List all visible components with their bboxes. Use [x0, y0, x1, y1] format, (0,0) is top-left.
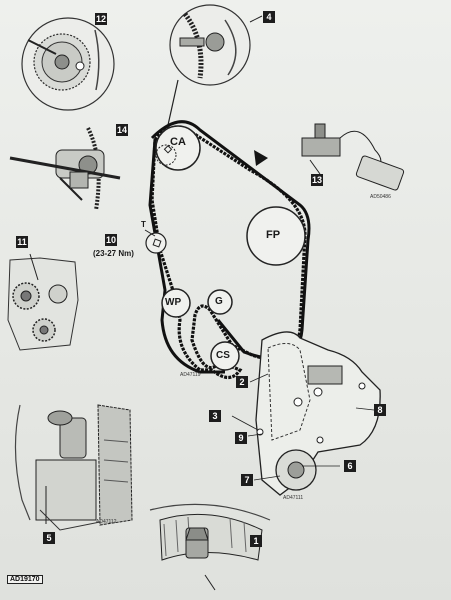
label-guide: G — [215, 296, 223, 307]
water-pump-pulley — [161, 288, 191, 318]
callout-1: 1 — [250, 535, 262, 547]
callout-3: 3 — [209, 410, 221, 422]
label-crankshaft: CS — [216, 350, 230, 361]
callout-14: 14 — [116, 124, 128, 136]
callout-4: 4 — [263, 11, 275, 23]
detail-1-sprocket-bolt — [149, 503, 271, 591]
detail-5-engine-view — [14, 404, 133, 531]
figure-ref-belt: AD47119 — [180, 372, 201, 378]
timing-cover-assembly — [231, 331, 381, 496]
callout-7: 7 — [241, 474, 253, 486]
detail-12-camshaft-sprocket — [21, 17, 115, 111]
guide-pulley — [207, 289, 233, 315]
fuel-pump-pulley — [246, 206, 306, 266]
figure-ref-lower-left: AD47112 — [96, 519, 117, 525]
detail-13-tool-gauge — [301, 123, 405, 191]
callout-8: 8 — [374, 404, 386, 416]
callout-10: 10 — [105, 234, 117, 246]
figure-ref-cover: AD47111 — [283, 495, 304, 501]
label-water-pump: WP — [165, 297, 182, 308]
label-fuel-pump: FP — [266, 229, 281, 241]
callout-13: 13 — [311, 174, 323, 186]
callout-9: 9 — [235, 432, 247, 444]
detail-11-sprocket-alignment — [7, 253, 79, 351]
callout-12: 12 — [95, 13, 107, 25]
callout-6: 6 — [344, 460, 356, 472]
callout-2: 2 — [236, 376, 248, 388]
label-camshaft: CA — [170, 136, 186, 148]
document-reference: AD19170 — [7, 575, 43, 584]
figure-ref-tool: AD50486 — [370, 194, 391, 200]
callout-11: 11 — [16, 236, 28, 248]
label-tensioner: T — [141, 220, 146, 229]
callout-5: 5 — [43, 532, 55, 544]
crankshaft-pulley — [210, 341, 240, 371]
detail-4-tensioner-bolt — [167, 4, 263, 126]
torque-spec: (23-27 Nm) — [93, 249, 134, 258]
camshaft-pulley — [155, 125, 201, 171]
tensioner-pulley — [144, 229, 167, 254]
detail-14-locking-tool — [9, 127, 121, 211]
